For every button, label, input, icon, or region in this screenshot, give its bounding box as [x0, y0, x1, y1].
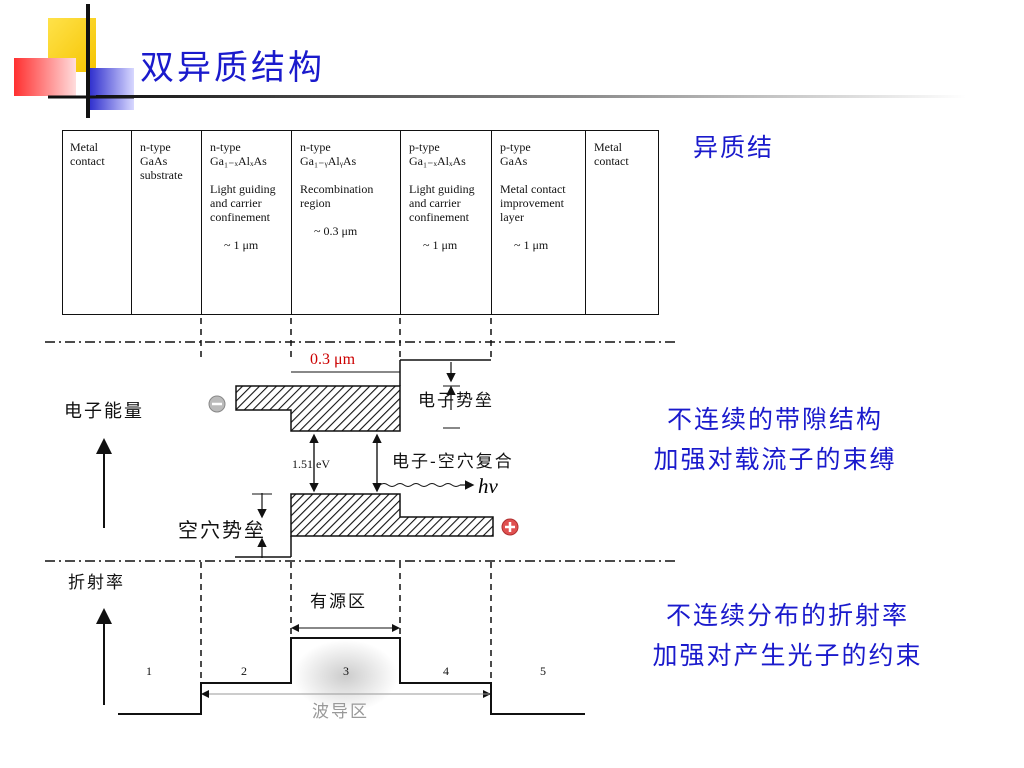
logo-decoration [0, 0, 140, 120]
layer-type: Metal [70, 140, 98, 154]
photon-wave [379, 483, 461, 487]
active-region-label: 有源区 [310, 592, 367, 612]
layer-material: Ga₁₋ᵧAlᵧAs [300, 154, 357, 168]
index-note-line1: 不连续分布的折射率 [665, 601, 909, 630]
layer-type: n-type [210, 140, 241, 154]
energy-axis-label: 电子能量 [64, 401, 144, 422]
page-title: 双异质结构 [140, 48, 325, 88]
electron-barrier-label: 电子势垒 [418, 391, 494, 411]
region-number-5: 5 [540, 664, 546, 678]
layer-type-cont: contact [70, 154, 105, 168]
layer-type: p-type [500, 140, 531, 154]
heterojunction-note: 异质结 [693, 133, 775, 162]
hole-plus-icon [501, 518, 519, 536]
layer-thickness: ~ 1 μm [514, 238, 549, 252]
region-number-4: 4 [443, 664, 449, 678]
active-thickness-label: 0.3 μm [310, 351, 356, 368]
layer-material: GaAs [500, 154, 528, 168]
title-underline [96, 95, 966, 98]
boundary-dashes [200, 318, 492, 685]
waveguide-region-label: 波导区 [312, 702, 369, 722]
region-number-1: 1 [146, 664, 152, 678]
layer-table [62, 130, 659, 315]
layer-material: Ga₁₋ₓAlₓAs [210, 154, 267, 168]
active-glow [293, 640, 398, 712]
region-number-3: 3 [343, 664, 349, 678]
layer-thickness: ~ 1 μm [423, 238, 458, 252]
layer-type: n-type [300, 140, 331, 154]
index-note-line2: 加强对产生光子的约束 [652, 641, 923, 670]
recombination-label: 电子-空穴复合 [392, 452, 514, 472]
band-note-line2: 加强对载流子的束缚 [653, 445, 897, 474]
refractive-index-profile [118, 637, 585, 715]
layer-thickness: ~ 0.3 μm [314, 224, 358, 238]
layer-description: Light guiding and carrier confinement [210, 182, 276, 224]
electron-minus-icon [208, 395, 226, 413]
layer-description: Recombination region [300, 182, 374, 210]
layer-thickness: ~ 1 μm [224, 238, 259, 252]
photon-label: hv [478, 474, 498, 498]
layer-description: Light guiding and carrier confinement [409, 182, 475, 224]
layer-material: Ga₁₋ₓAlₓAs [409, 154, 466, 168]
band-note-line1: 不连续的带隙结构 [666, 405, 883, 434]
layer-type: Metal [594, 140, 622, 154]
layer-material: GaAs [140, 154, 168, 168]
region-number-2: 2 [241, 664, 247, 678]
valence-band [290, 493, 494, 537]
logo-squares-icon [14, 4, 134, 118]
layer-description: Metal contact improvement layer [500, 182, 566, 224]
conduction-band [235, 385, 401, 432]
layer-type: n-type [140, 140, 171, 154]
hole-barrier-label: 空穴势垒 [178, 518, 266, 542]
bandgap-label: 1.51 eV [292, 457, 330, 471]
layer-type-cont: contact [594, 154, 629, 168]
layer-description: substrate [140, 168, 183, 182]
layer-type: p-type [409, 140, 440, 154]
index-axis-label: 折射率 [68, 573, 125, 593]
